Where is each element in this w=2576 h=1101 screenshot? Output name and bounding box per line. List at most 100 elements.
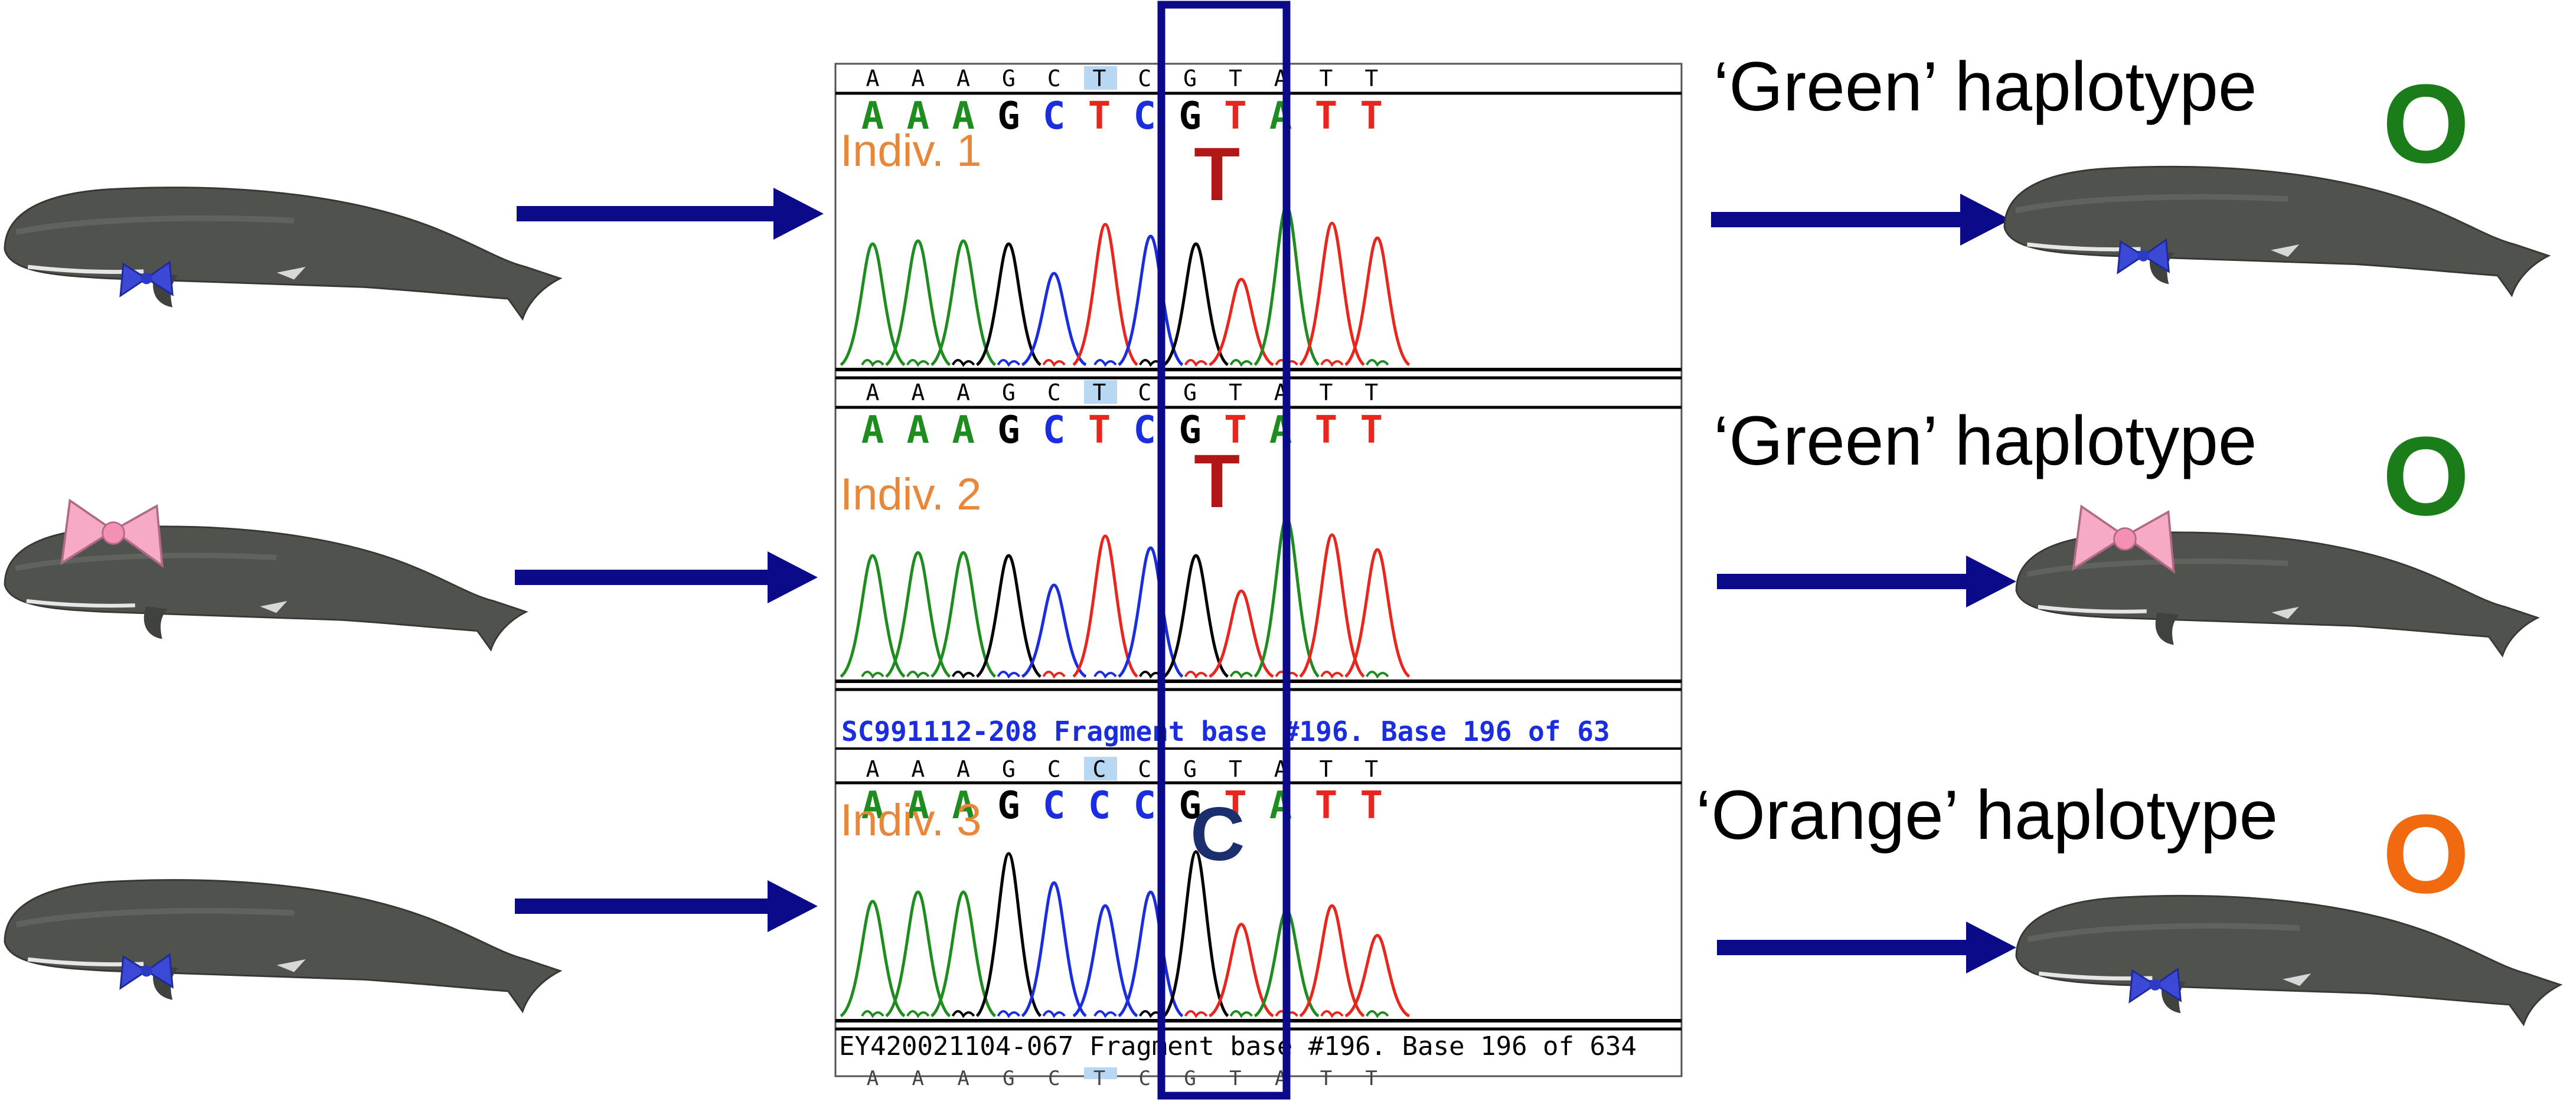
called-base: A xyxy=(952,94,975,138)
trace-noise xyxy=(1093,671,1117,679)
indiv-3-label: Indiv. 3 xyxy=(840,795,982,845)
ref-base: T xyxy=(1320,66,1333,92)
arrow-left-3-head xyxy=(768,880,818,932)
ref-base: A xyxy=(866,66,880,92)
bow-knot xyxy=(102,521,125,545)
footer-base: T xyxy=(1320,1067,1332,1090)
called-base: C xyxy=(1043,94,1066,138)
ref-base: T xyxy=(1320,380,1333,406)
ref-base: A xyxy=(956,380,970,406)
called-base: A xyxy=(952,409,975,452)
trace-noise xyxy=(906,359,930,367)
footer: EY420021104-067 Fragment base #196. Base… xyxy=(839,1031,1637,1090)
ref-base: A xyxy=(956,66,970,92)
whale-highlight xyxy=(15,215,295,236)
indiv-1-label: Indiv. 1 xyxy=(840,126,982,176)
whale-flipper xyxy=(2155,612,2179,645)
arrows xyxy=(515,188,2016,973)
whale-body xyxy=(2015,894,2563,1027)
bow-right xyxy=(145,953,174,989)
ref-base: G xyxy=(1183,756,1197,782)
ref-base: T xyxy=(1093,380,1106,406)
footer-base: A xyxy=(957,1067,969,1090)
column-highlight-3 xyxy=(1084,757,1117,780)
called-base: G xyxy=(1178,784,1202,828)
whale-highlight xyxy=(2026,558,2288,577)
whale-flipper xyxy=(143,606,168,639)
called-base: A xyxy=(861,784,884,828)
trace-peak xyxy=(1021,583,1087,678)
trace-noise xyxy=(1366,1010,1389,1018)
trace-peak xyxy=(1072,534,1138,678)
haplotype-label-3: ‘Orange’ haplotype xyxy=(1696,776,2278,854)
called-base: T xyxy=(1088,409,1111,452)
trace-noise xyxy=(951,359,975,367)
called-base: G xyxy=(997,409,1020,452)
trace-peak xyxy=(1163,554,1229,678)
haplotype-label-1: ‘Green’ haplotype xyxy=(1713,48,2257,126)
called-base: A xyxy=(861,409,884,452)
bow-knot xyxy=(2149,979,2161,991)
ref-base: C xyxy=(1138,380,1151,406)
trace-noise xyxy=(1184,671,1208,679)
trace-noise xyxy=(951,671,975,679)
bow-left xyxy=(60,498,116,566)
trace-peak xyxy=(1163,850,1229,1017)
ref-base: C xyxy=(1047,66,1061,92)
blue-bow-tie xyxy=(119,953,174,990)
whale-body xyxy=(4,879,563,1014)
trace-peak xyxy=(975,852,1042,1017)
whale-right-2 xyxy=(2015,504,2540,658)
trace-peak xyxy=(1072,904,1138,1018)
focal-base-box xyxy=(1157,1,1291,1100)
indiv-2-label: Indiv. 2 xyxy=(840,469,982,520)
trace-noise xyxy=(997,1010,1020,1018)
trace-peak xyxy=(1299,904,1365,1018)
indiv-2-called-base: T xyxy=(1194,439,1240,524)
trace-peak xyxy=(930,890,997,1018)
trace-noise xyxy=(861,1010,884,1018)
indiv-1-called-base: T xyxy=(1194,132,1240,217)
trace-noise xyxy=(1229,671,1253,679)
ref-base: C xyxy=(1093,756,1106,782)
whale-right-3 xyxy=(2015,894,2563,1027)
trace-peak xyxy=(1208,923,1274,1018)
called-base: G xyxy=(997,784,1020,828)
ref-base: T xyxy=(1229,66,1242,92)
trace-noise xyxy=(1229,1010,1253,1018)
trace-peak xyxy=(1344,933,1411,1018)
bow-knot xyxy=(141,965,152,977)
ref-base: A xyxy=(866,756,880,782)
ref-base: T xyxy=(1093,66,1106,92)
called-base: C xyxy=(1134,784,1157,828)
blue-bow-tie xyxy=(119,260,174,298)
bow-knot xyxy=(2113,527,2137,551)
arrow-right-2-head xyxy=(1966,556,2016,607)
trace-peak xyxy=(1299,221,1365,366)
ref-base: T xyxy=(1229,380,1242,406)
arrow-left-2-head xyxy=(768,551,818,603)
ref-base: T xyxy=(1364,66,1378,92)
footer-base: A xyxy=(867,1067,879,1090)
bow-left xyxy=(2117,240,2145,275)
trace-peak xyxy=(975,242,1042,367)
called-base: C xyxy=(1134,94,1157,138)
called-base: G xyxy=(1178,409,1202,452)
blue-bow-tie xyxy=(2128,967,2182,1004)
trace-peak xyxy=(1021,272,1087,367)
trace-peak xyxy=(840,900,906,1018)
called-base: T xyxy=(1360,409,1383,452)
whale-left-2 xyxy=(4,498,528,652)
trace-peak xyxy=(1344,548,1411,678)
trace-peak xyxy=(1209,589,1274,678)
footer-column-highlight xyxy=(1084,1067,1117,1079)
trace-peak xyxy=(885,239,951,367)
whale-left-3 xyxy=(4,879,563,1014)
trace-peak xyxy=(1163,242,1229,367)
called-base: G xyxy=(1178,94,1202,138)
called-base: C xyxy=(1134,409,1157,452)
haplotype-mark-2: O xyxy=(2382,414,2470,539)
trace-peak xyxy=(1118,546,1184,678)
trace-peak xyxy=(975,554,1042,678)
